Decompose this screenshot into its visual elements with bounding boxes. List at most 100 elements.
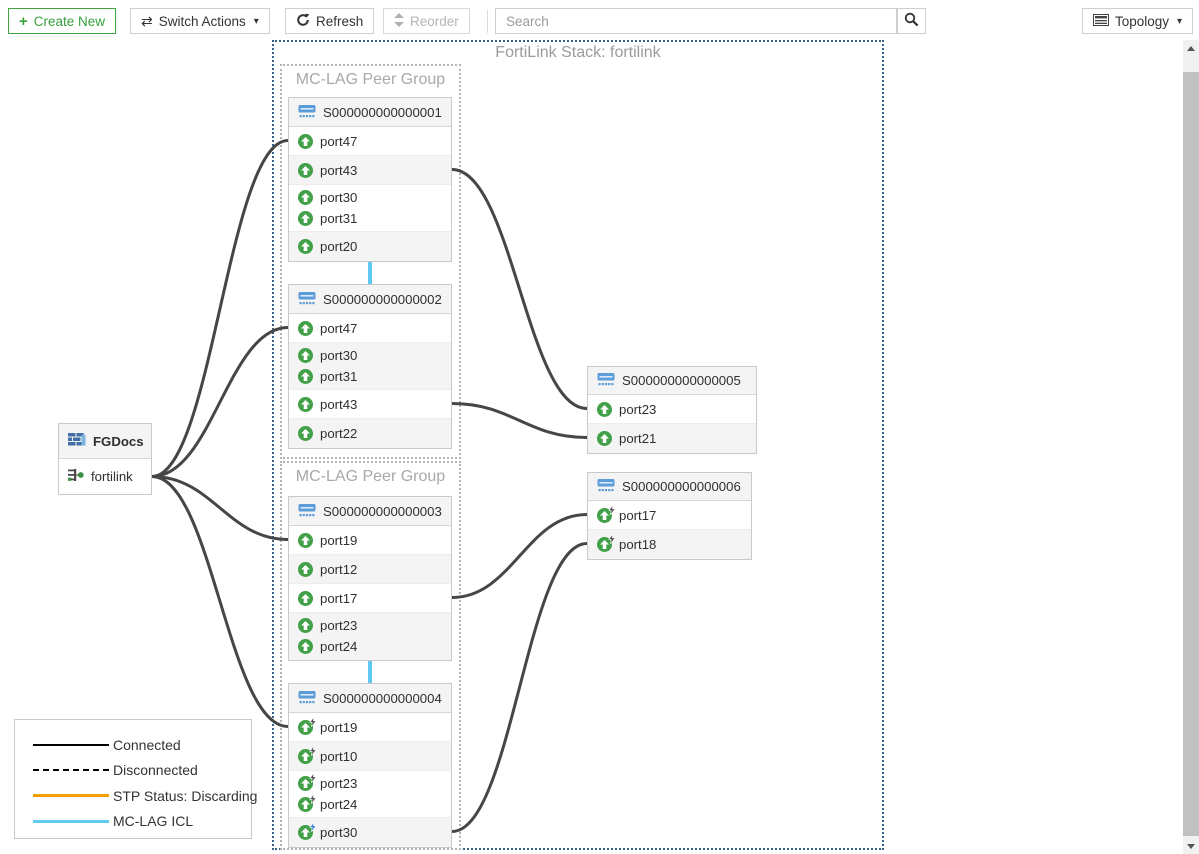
fortilink-stack-title: FortiLink Stack: fortilink: [495, 44, 661, 61]
search-input[interactable]: [495, 8, 897, 34]
port-label: port23: [320, 618, 358, 633]
poe-port-icon: [298, 794, 317, 812]
port-up-icon: [298, 211, 313, 226]
mclag-peer-group-2: MC-LAG Peer Group: [280, 461, 461, 850]
port-row[interactable]: port47: [289, 127, 451, 156]
port-up-icon: [298, 396, 313, 412]
topology-view-icon: [1093, 14, 1109, 28]
port-up-icon: [298, 561, 313, 577]
port-up-icon: [298, 162, 313, 178]
chevron-down-icon: ▾: [253, 15, 259, 27]
fortilink-interface-label: fortilink: [91, 469, 133, 484]
port-label: port23: [619, 401, 657, 417]
port-label: port24: [320, 797, 358, 812]
port-row[interactable]: port19: [289, 526, 451, 555]
fortigate-header[interactable]: FGDocs: [59, 424, 151, 459]
switch-icon: [298, 104, 316, 121]
port-row[interactable]: port17: [588, 501, 751, 530]
port-row[interactable]: port10: [289, 742, 451, 771]
refresh-icon: [296, 13, 310, 29]
create-new-button[interactable]: + Create New: [8, 8, 117, 34]
port-up-icon: [298, 369, 313, 384]
port-row[interactable]: port17: [289, 584, 451, 613]
port-label: port20: [320, 239, 358, 254]
switch-name: S000000000000006: [622, 479, 741, 494]
fortigate-name: FGDocs: [93, 433, 144, 449]
port-row[interactable]: port18: [588, 530, 751, 559]
connection-line: [450, 542, 589, 833]
search-icon: [904, 12, 919, 30]
port-row[interactable]: port12: [289, 555, 451, 584]
refresh-button[interactable]: Refresh: [285, 8, 375, 34]
legend-line-sample: [33, 743, 109, 746]
port-row[interactable]: port20: [289, 232, 451, 261]
topology-view-button[interactable]: Topology ▾: [1082, 8, 1194, 34]
port-label: port22: [320, 426, 358, 441]
poe-port-icon: [298, 773, 317, 791]
scroll-down-arrow[interactable]: [1183, 838, 1199, 854]
search-button[interactable]: [897, 8, 926, 34]
chevron-down-icon: ▾: [1177, 15, 1183, 27]
port-row[interactable]: port19: [289, 713, 451, 742]
switch-header[interactable]: S000000000000004: [289, 684, 451, 713]
port-label: port30: [320, 825, 358, 840]
switch-header[interactable]: S000000000000002: [289, 285, 451, 314]
port-up-icon: [597, 401, 612, 417]
port-row[interactable]: port43: [289, 156, 451, 185]
switch-actions-icon: ⇄: [141, 13, 153, 29]
port-label: port19: [320, 532, 358, 548]
port-row[interactable]: port30: [289, 818, 451, 847]
reorder-button[interactable]: Reorder: [383, 8, 470, 34]
mclag-peer-group-1: MC-LAG Peer Group: [280, 64, 461, 459]
switch-icon: [597, 478, 615, 495]
mclag-group-label: MC-LAG Peer Group: [295, 468, 446, 485]
scrollbar-thumb[interactable]: [1183, 72, 1199, 836]
switch-actions-button[interactable]: ⇄ Switch Actions ▾: [130, 8, 270, 34]
port-row[interactable]: port22: [289, 419, 451, 448]
switch-header[interactable]: S000000000000005: [588, 367, 756, 395]
port-label: port30: [320, 190, 358, 205]
legend-line-sample: [33, 819, 109, 823]
port-row[interactable]: port23: [588, 395, 756, 424]
port-up-icon: [298, 133, 313, 149]
port-up-icon: [298, 320, 313, 336]
switch-header[interactable]: S000000000000003: [289, 497, 451, 526]
fortilink-interface-row[interactable]: fortilink: [59, 459, 151, 494]
switch-icon: [597, 372, 615, 389]
switch-header[interactable]: S000000000000006: [588, 473, 751, 501]
legend-item: Connected: [33, 732, 251, 758]
vertical-scrollbar[interactable]: [1183, 40, 1199, 854]
connection-line: [150, 475, 290, 541]
port-label: port17: [320, 590, 358, 606]
legend-label: STP Status: Discarding: [113, 787, 258, 804]
connection-line: [450, 168, 589, 410]
port-label: port30: [320, 348, 358, 363]
toolbar-divider: [487, 10, 488, 33]
legend-label: Connected: [113, 736, 181, 753]
port-row[interactable]: port43: [289, 390, 451, 419]
port-label: port43: [320, 162, 358, 178]
legend-label: MC-LAG ICL: [113, 813, 194, 830]
poe-port-icon: [298, 716, 317, 735]
port-row[interactable]: port21: [588, 424, 756, 453]
port-label: port47: [320, 133, 358, 149]
switch-name: S000000000000001: [323, 104, 442, 120]
port-up-icon: [298, 639, 313, 654]
legend-line-sample: [33, 794, 109, 798]
poe-port-icon: [597, 534, 616, 552]
switch-header[interactable]: S000000000000001: [289, 98, 451, 127]
port-row[interactable]: port47: [289, 314, 451, 343]
plus-icon: +: [19, 12, 28, 30]
poe-active-port-icon: [298, 822, 317, 840]
scroll-up-arrow[interactable]: [1183, 40, 1199, 56]
poe-port-icon: [597, 504, 616, 523]
port-label: port19: [320, 719, 358, 735]
